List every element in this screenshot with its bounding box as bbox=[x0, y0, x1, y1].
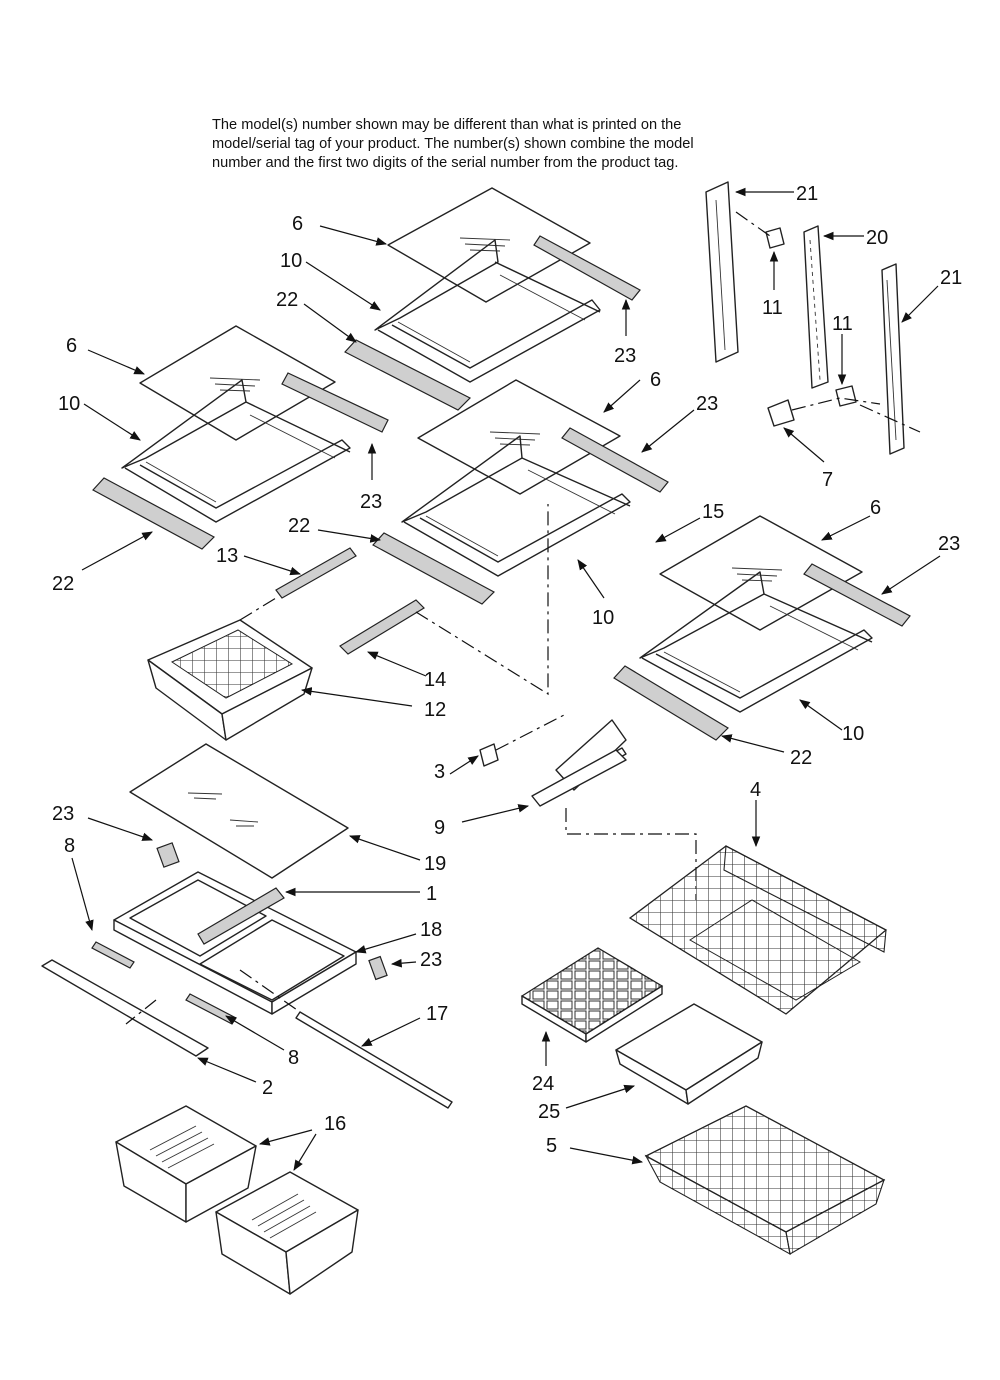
screw-3 bbox=[479, 743, 499, 767]
callout-24: 24 bbox=[532, 1073, 554, 1095]
callout-19: 19 bbox=[424, 853, 446, 875]
slide-14 bbox=[339, 599, 425, 655]
front-trim-22-top bbox=[344, 339, 472, 411]
rail-20 bbox=[803, 225, 829, 389]
callout-22: 22 bbox=[790, 747, 812, 769]
callout-1: 1 bbox=[426, 883, 437, 905]
callout-25: 25 bbox=[538, 1101, 560, 1123]
bracket-8-left bbox=[91, 941, 135, 969]
trim-23-right bbox=[803, 563, 911, 627]
header-note: The model(s) number shown may be differe… bbox=[212, 116, 812, 173]
callout-15: 15 bbox=[702, 501, 724, 523]
rails bbox=[705, 181, 921, 455]
callout-12: 12 bbox=[424, 699, 446, 721]
callout-18: 18 bbox=[420, 919, 442, 941]
callout-labels: 6 10 22 23 6 10 23 22 6 23 22 10 13 14 1… bbox=[52, 183, 962, 1157]
callout-14: 14 bbox=[424, 669, 446, 691]
header-line-2: model/serial tag of your product. The nu… bbox=[212, 136, 694, 152]
callout-23: 23 bbox=[696, 393, 718, 415]
callout-8: 8 bbox=[64, 835, 75, 857]
screw-11-upper bbox=[765, 227, 785, 249]
front-trim-22-right bbox=[613, 665, 729, 741]
callout-10: 10 bbox=[842, 723, 864, 745]
drawer-assembly bbox=[41, 743, 453, 1109]
callout-5: 5 bbox=[546, 1135, 557, 1157]
header-line-1: The model(s) number shown may be differe… bbox=[212, 117, 682, 133]
callout-13: 13 bbox=[216, 545, 238, 567]
callout-6: 6 bbox=[870, 497, 881, 519]
callout-22: 22 bbox=[52, 573, 74, 595]
callout-23: 23 bbox=[420, 949, 442, 971]
axle-17 bbox=[295, 1011, 453, 1109]
bracket-8-right bbox=[185, 993, 237, 1025]
callout-10: 10 bbox=[592, 607, 614, 629]
slide-13 bbox=[275, 547, 357, 599]
callout-9: 9 bbox=[434, 817, 445, 839]
header-line-3: number and the first two digits of the s… bbox=[212, 155, 679, 171]
ice-tray-24 bbox=[520, 947, 664, 1035]
callout-22: 22 bbox=[288, 515, 310, 537]
callout-23: 23 bbox=[938, 533, 960, 555]
callout-11: 11 bbox=[832, 313, 853, 335]
screw-7 bbox=[767, 399, 795, 427]
callout-3: 3 bbox=[434, 761, 445, 783]
front-rail-2 bbox=[41, 959, 209, 1057]
callout-10: 10 bbox=[280, 250, 302, 272]
callout-4: 4 bbox=[750, 779, 761, 801]
tray-bin-basket bbox=[520, 947, 886, 1256]
callout-21: 21 bbox=[796, 183, 818, 205]
shelf-assembly-right bbox=[613, 515, 911, 741]
slides-and-drawer-12 bbox=[147, 504, 549, 741]
screw-11-lower bbox=[835, 385, 857, 407]
shelf-assembly-center bbox=[372, 379, 669, 605]
glass-cover-19 bbox=[129, 743, 349, 879]
callout-16: 16 bbox=[324, 1113, 346, 1135]
divider-and-baskets bbox=[479, 713, 888, 1015]
callout-8: 8 bbox=[288, 1047, 299, 1069]
leader-lines bbox=[71, 187, 941, 1171]
callout-23: 23 bbox=[614, 345, 636, 367]
callout-20: 20 bbox=[866, 227, 888, 249]
glass-shelf-6-right bbox=[659, 515, 863, 631]
clip-23-left bbox=[156, 842, 180, 868]
pans-16 bbox=[115, 1105, 359, 1295]
callout-6: 6 bbox=[292, 213, 303, 235]
callout-6: 6 bbox=[66, 335, 77, 357]
trim-23-left bbox=[281, 372, 389, 433]
callout-6: 6 bbox=[650, 369, 661, 391]
callout-11: 11 bbox=[762, 297, 783, 319]
callout-23: 23 bbox=[52, 803, 74, 825]
bin-25 bbox=[615, 1003, 763, 1091]
callout-23: 23 bbox=[360, 491, 382, 513]
callout-7: 7 bbox=[822, 469, 833, 491]
callout-21: 21 bbox=[940, 267, 962, 289]
trim-23-center bbox=[561, 427, 669, 493]
callout-22: 22 bbox=[276, 289, 298, 311]
clip-23-right bbox=[368, 955, 388, 981]
shelf-assembly-left bbox=[92, 325, 389, 550]
shelf-assembly-top bbox=[344, 187, 641, 411]
front-trim-22-left bbox=[92, 477, 215, 550]
rail-21-left bbox=[705, 181, 739, 363]
callout-17: 17 bbox=[426, 1003, 448, 1025]
rail-21-right bbox=[881, 263, 905, 455]
callout-2: 2 bbox=[262, 1077, 273, 1099]
trim-23-top bbox=[533, 235, 641, 301]
callout-10: 10 bbox=[58, 393, 80, 415]
